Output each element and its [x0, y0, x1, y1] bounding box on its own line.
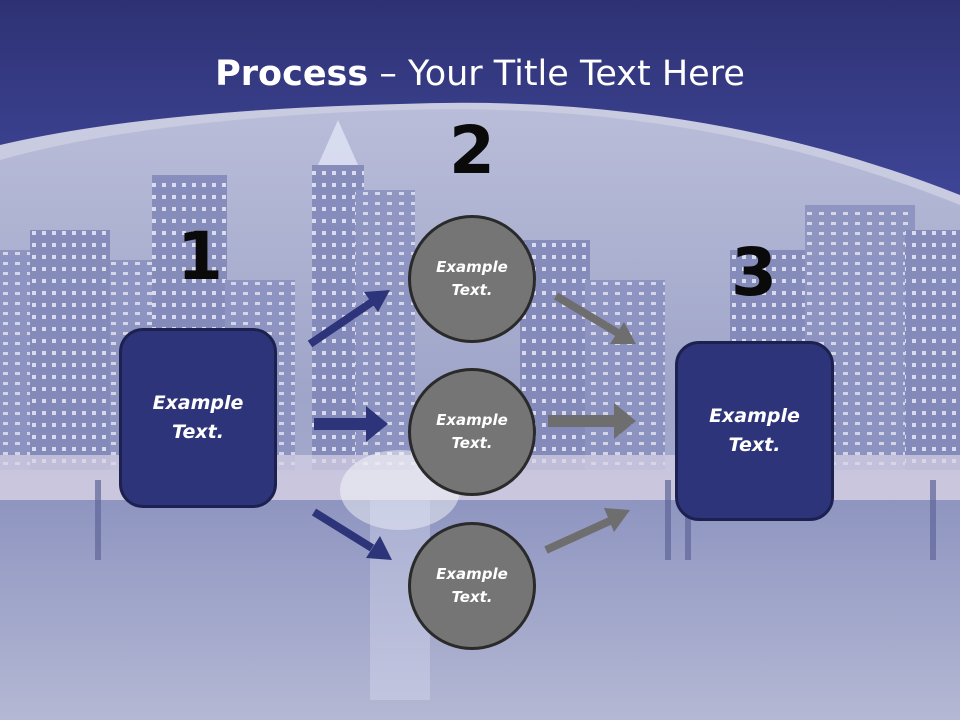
left-box-line1: Example [152, 392, 244, 414]
circle-top-line2: Text. [451, 281, 493, 299]
circle-bottom: Example Text. [408, 522, 536, 650]
right-box-line2: Text. [728, 434, 781, 456]
step-number-2: 2 [449, 112, 495, 189]
right-box-text: Example Text. [709, 402, 800, 460]
left-process-box: Example Text. [119, 328, 277, 508]
left-box-text: Example Text. [153, 389, 244, 447]
right-process-box: Example Text. [675, 341, 834, 521]
circle-bottom-line2: Text. [451, 588, 493, 606]
circle-middle-line1: Example [436, 411, 508, 429]
circle-bottom-line1: Example [436, 565, 508, 583]
title-bold: Process [215, 54, 369, 94]
circle-top-line1: Example [436, 258, 508, 276]
circle-middle-line2: Text. [451, 434, 493, 452]
right-box-line1: Example [709, 405, 800, 427]
slide-title: Process – Your Title Text Here [0, 52, 960, 96]
step-number-1: 1 [177, 218, 223, 295]
left-box-line2: Text. [172, 421, 224, 443]
circle-middle: Example Text. [408, 368, 536, 496]
title-rest: – Your Title Text Here [368, 54, 745, 94]
step-number-3: 3 [731, 234, 777, 311]
circle-top: Example Text. [408, 215, 536, 343]
